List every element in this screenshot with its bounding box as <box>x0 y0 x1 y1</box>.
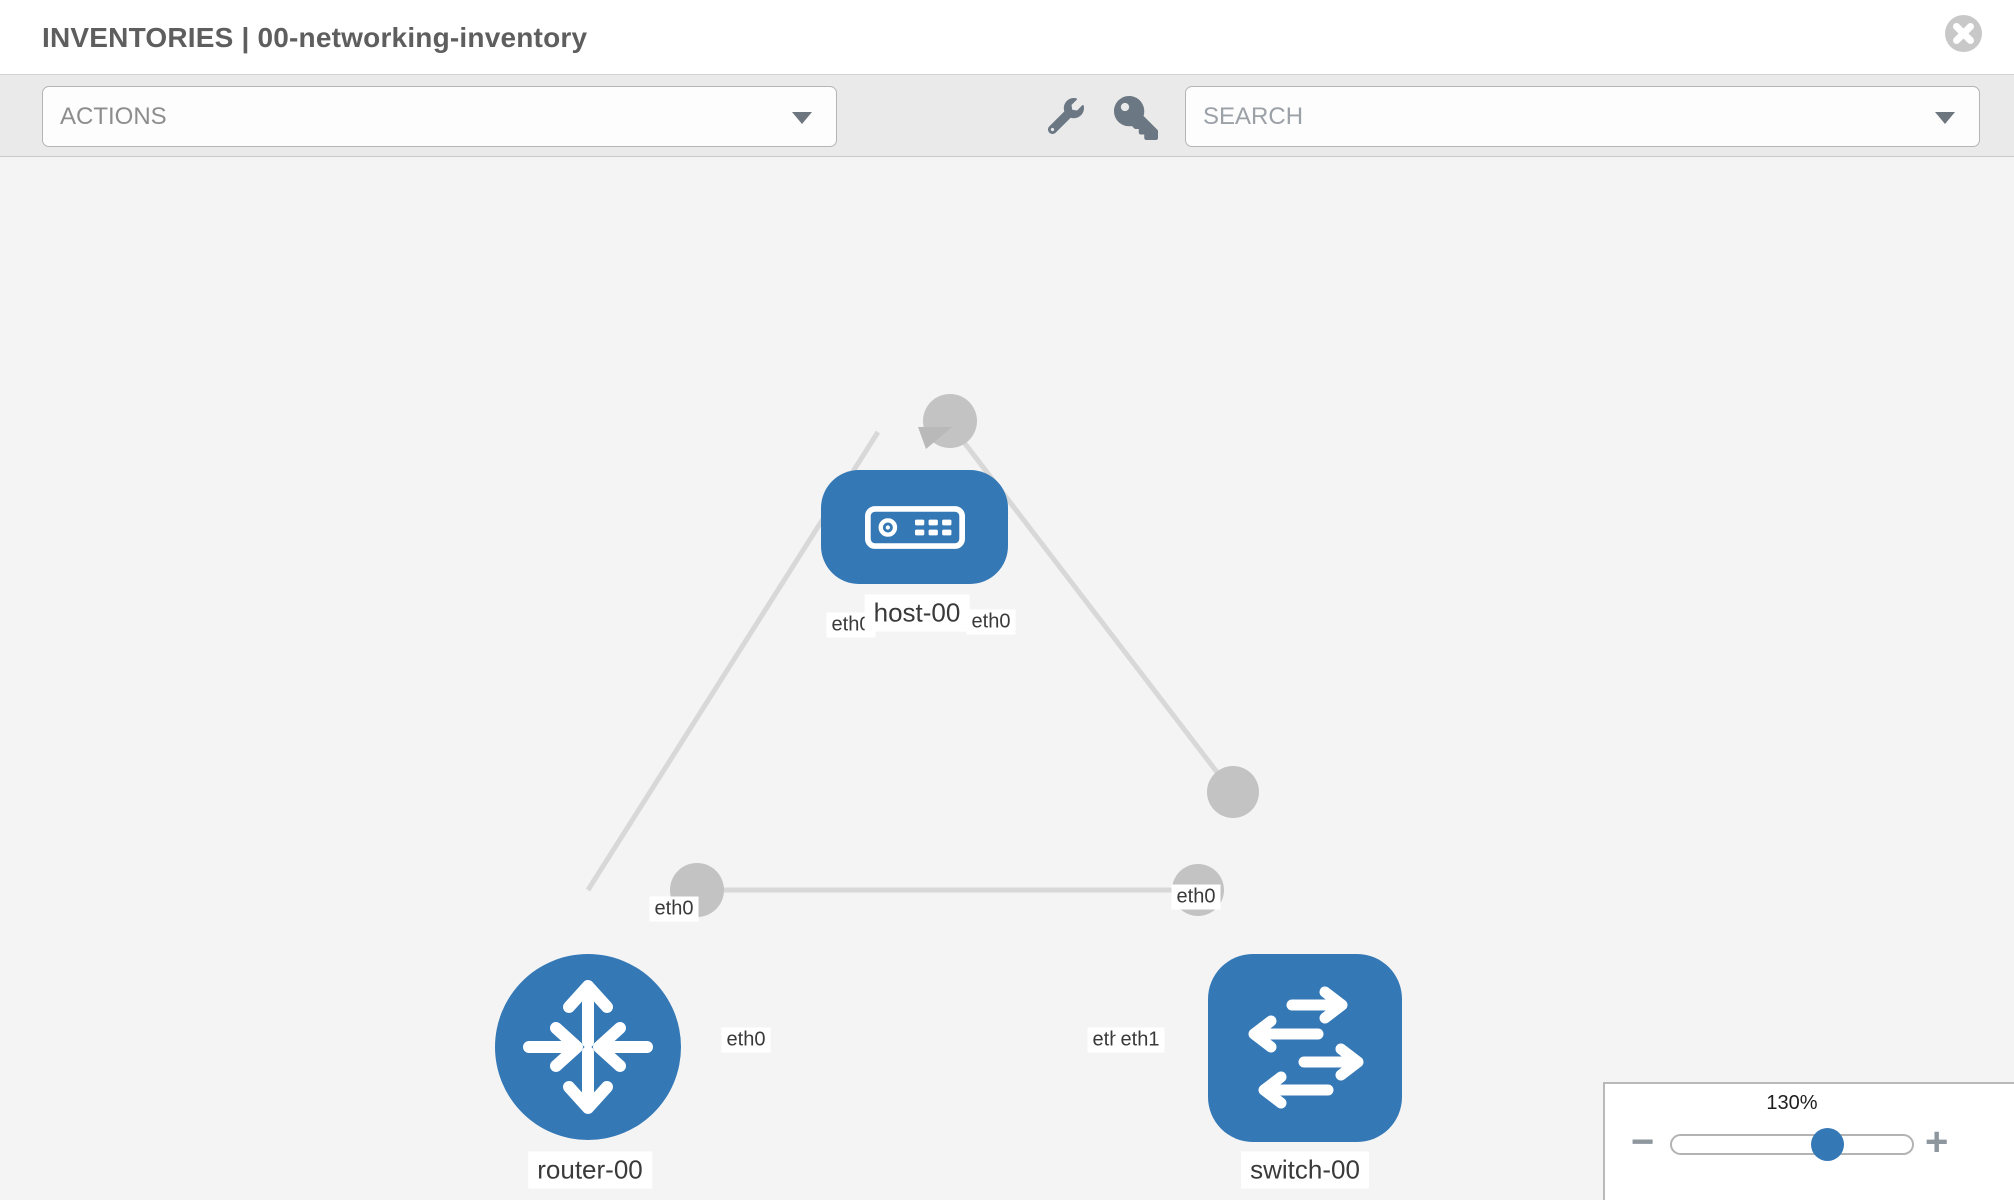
search-dropdown[interactable]: SEARCH <box>1185 86 1980 147</box>
chevron-down-icon <box>1935 112 1955 124</box>
zoom-out-button[interactable]: − <box>1631 1120 1655 1164</box>
node-host-00[interactable] <box>821 470 1008 584</box>
actions-dropdown[interactable]: ACTIONS <box>42 86 837 147</box>
router-icon <box>523 980 653 1114</box>
configure-button[interactable] <box>1047 98 1084 135</box>
zoom-level-value: 130% <box>1766 1092 1818 1114</box>
topology-canvas[interactable]: eth0 eth0 eth0 eth0 eth0 eth0 eth1 host-… <box>0 157 2014 1200</box>
credentials-button[interactable] <box>1114 96 1158 140</box>
interface-label: eth0 <box>649 896 699 922</box>
switch-icon <box>1248 986 1364 1109</box>
toolbar: ACTIONS SEARCH <box>0 75 2014 157</box>
page-title: INVENTORIES | 00-networking-inventory <box>42 22 588 53</box>
node-label-switch-00: switch-00 <box>1241 1151 1369 1189</box>
header-bar: INVENTORIES | 00-networking-inventory <box>0 0 2014 75</box>
endpoint-circle <box>1207 766 1259 818</box>
host-marker-tail <box>918 427 952 449</box>
interface-label: eth0 <box>1171 884 1221 910</box>
wrench-icon <box>1047 98 1084 135</box>
node-label-router-00: router-00 <box>528 1151 652 1189</box>
interface-label: eth1 <box>1115 1027 1165 1053</box>
zoom-slider-track[interactable] <box>1670 1134 1914 1155</box>
close-icon <box>1945 15 1982 52</box>
interface-label: eth0 <box>721 1027 771 1053</box>
node-switch-00[interactable] <box>1208 954 1402 1142</box>
zoom-slider-handle[interactable] <box>1811 1128 1844 1161</box>
close-button[interactable] <box>1945 15 1982 52</box>
node-label-host-00: host-00 <box>864 594 970 632</box>
chevron-down-icon <box>792 112 812 124</box>
zoom-in-button[interactable]: + <box>1925 1120 1949 1164</box>
key-icon <box>1114 96 1158 140</box>
zoom-control-panel: 130% − + <box>1603 1082 2014 1200</box>
link-endpoint-markers <box>670 394 1259 917</box>
actions-dropdown-label: ACTIONS <box>60 103 167 130</box>
node-router-00[interactable] <box>495 954 681 1140</box>
interface-label: eth0 <box>966 609 1016 635</box>
host-icon <box>864 505 965 549</box>
search-placeholder: SEARCH <box>1203 103 1304 130</box>
